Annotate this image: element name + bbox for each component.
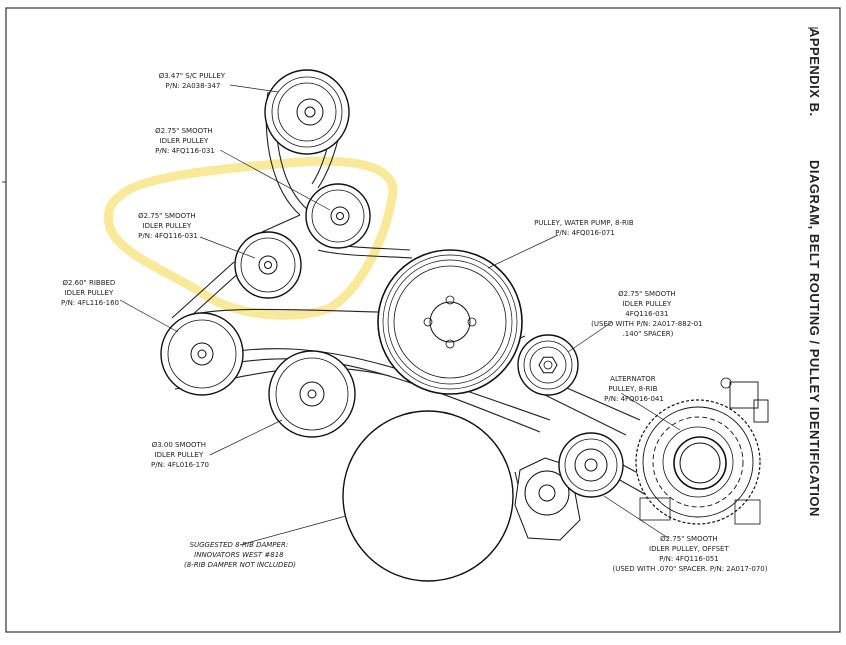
- smooth-idler-pulley-left: [234, 231, 302, 299]
- smooth-idler-pulley-300: [268, 350, 356, 438]
- page-border: [5, 7, 841, 633]
- label-idler-offset: Ø2.75" SMOOTH IDLER PULLEY, OFFSET P/N: …: [613, 535, 768, 573]
- label-idler-spacer: Ø2.75" SMOOTH IDLER PULLEY 4FQ116-031 (U…: [591, 290, 705, 338]
- highlight-loop: [103, 156, 398, 320]
- side-title: DIAGRAM, BELT ROUTING / PULLEY IDENTIFIC…: [807, 160, 822, 517]
- smooth-idler-pulley-spacer: [517, 334, 579, 396]
- water-pump-pulley: [377, 249, 523, 395]
- side-appendix: APPENDIX B.: [807, 28, 822, 117]
- sc-pulley: [264, 69, 350, 155]
- leader-lines: [119, 84, 681, 546]
- labels: Ø3.47" S/C PULLEY P/N: 2A038-347 Ø2.75" …: [61, 72, 768, 573]
- damper-pulley: [342, 410, 514, 582]
- alternator-pulley: [635, 377, 769, 525]
- label-sc-pulley: Ø3.47" S/C PULLEY P/N: 2A038-347: [159, 72, 228, 90]
- label-damper: SUGGESTED 8-RIB DAMPER: INNOVATORS WEST …: [184, 541, 296, 569]
- label-idler-left: Ø2.75" SMOOTH IDLER PULLEY P/N: 4FQ116-0…: [138, 212, 198, 240]
- label-idler-300: Ø3.00 SMOOTH IDLER PULLEY P/N: 4FL016-17…: [151, 441, 209, 469]
- label-water-pump: PULLEY, WATER PUMP, 8-RIB P/N: 4FQ016-07…: [534, 219, 636, 237]
- side-heading: APPENDIX B. DIAGRAM, BELT ROUTING / PULL…: [807, 28, 822, 517]
- label-idler-top: Ø2.75" SMOOTH IDLER PULLEY P/N: 4FQ116-0…: [155, 127, 215, 155]
- ribbed-idler-pulley: [160, 312, 244, 396]
- label-alternator: ALTERNATOR PULLEY, 8-RIB P/N: 4FQ016-041: [604, 375, 664, 403]
- offset-idler-pulley: [514, 432, 624, 541]
- label-ribbed-idler: Ø2.60" RIBBED IDLER PULLEY P/N: 4FL116-1…: [61, 279, 119, 307]
- smooth-idler-pulley-top: [305, 183, 371, 249]
